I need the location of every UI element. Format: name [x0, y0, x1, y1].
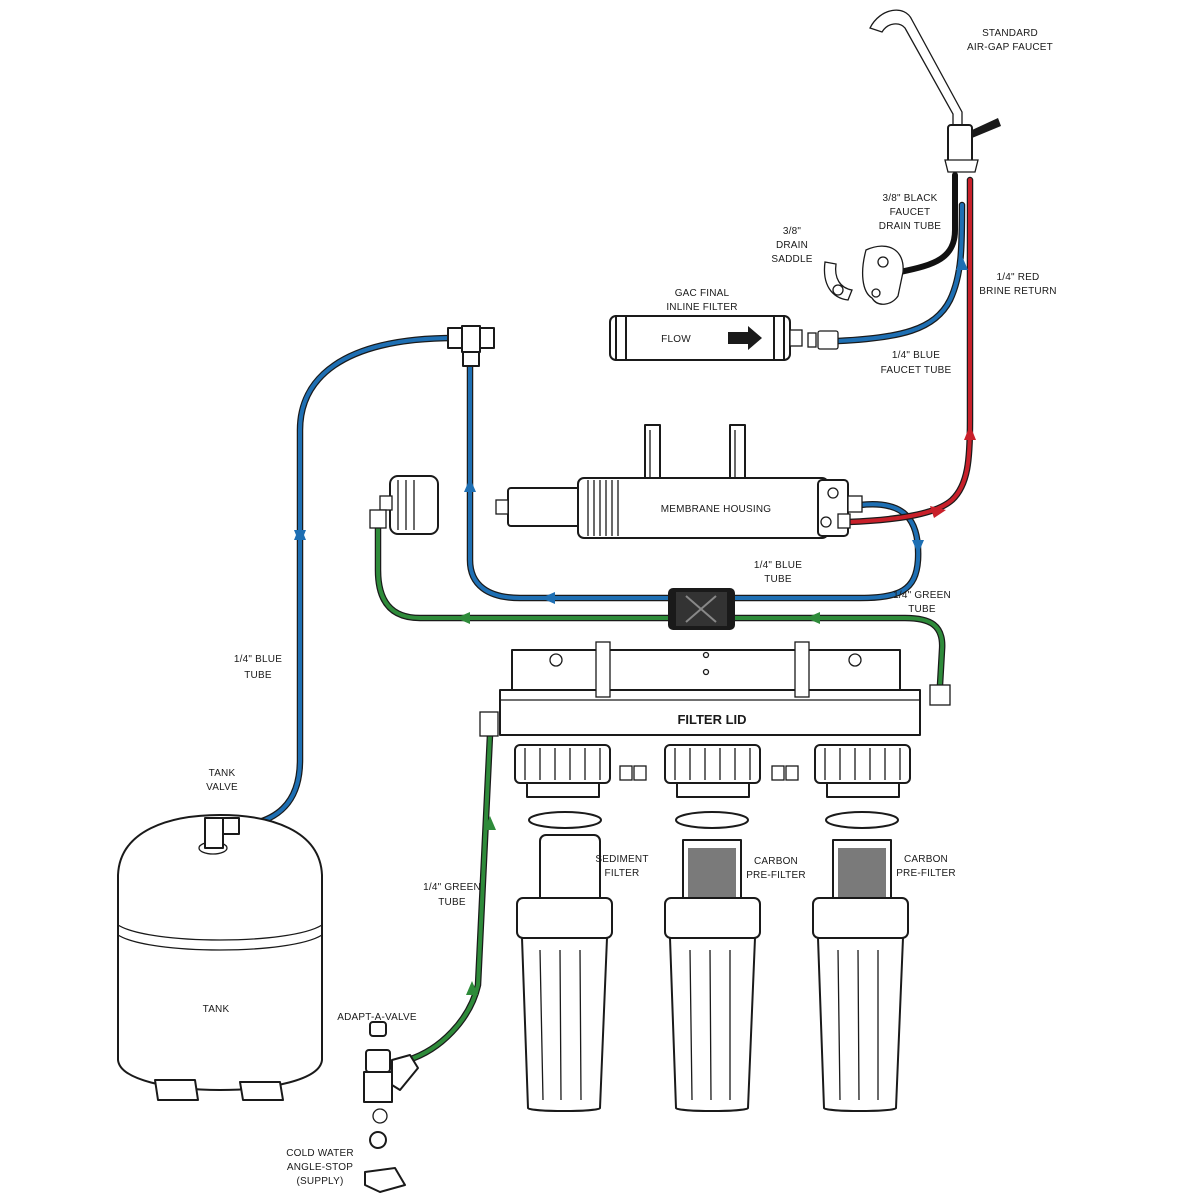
- arrow-green-supply-up-2: [466, 981, 478, 995]
- label-sediment-2: FILTER: [605, 868, 640, 879]
- label-cold-water-3: (SUPPLY): [297, 1176, 344, 1187]
- green-arrows: [456, 612, 820, 995]
- adapt-a-valve: [363, 1021, 419, 1124]
- membrane-housing: [495, 424, 863, 539]
- label-saddle-1: 3/8": [783, 226, 802, 237]
- arrow-blue-mid-left: [541, 592, 555, 604]
- label-red-brine-1: 1/4" RED: [997, 272, 1040, 283]
- label-blue-mid-2: TUBE: [764, 574, 792, 585]
- filter-housing-1: [514, 744, 613, 1112]
- label-green-right-1: 1/4" GREEN: [893, 590, 951, 601]
- flow-arrow-icon: [728, 326, 762, 350]
- drain-saddle: [823, 245, 904, 305]
- red-brine-tube-color: [846, 178, 972, 524]
- blue-faucet-tube-color: [836, 203, 964, 343]
- label-saddle-3: SADDLE: [771, 254, 812, 265]
- tank-tee-fitting: [447, 325, 495, 367]
- label-cold-water-2: ANGLE-STOP: [287, 1162, 353, 1173]
- storage-tank: [117, 814, 323, 1101]
- filter-housing-2: [664, 744, 761, 1112]
- green-tube-lid-to-check-color: [733, 616, 945, 687]
- carbon-mesh-2: [838, 848, 886, 906]
- arrow-red-up: [964, 425, 976, 440]
- air-gap-faucet: [869, 9, 1001, 173]
- blue-tube-tank-to-tee: [236, 334, 459, 830]
- label-tank-valve-2: VALVE: [206, 782, 238, 793]
- label-carbon-2b: PRE-FILTER: [896, 868, 956, 879]
- label-faucet-2: AIR-GAP FAUCET: [967, 42, 1053, 53]
- green-tube-check-to-membrane-color: [376, 523, 670, 620]
- label-carbon-1b: PRE-FILTER: [746, 870, 806, 881]
- label-black-drain-1: 3/8" BLACK: [882, 193, 937, 204]
- label-blue-faucet-2: FAUCET TUBE: [881, 365, 952, 376]
- label-faucet-1: STANDARD: [982, 28, 1038, 39]
- carbon-mesh-1: [688, 848, 736, 906]
- label-membrane: MEMBRANE HOUSING: [661, 504, 771, 515]
- gac-inline-filter: [609, 315, 839, 361]
- filter-lid: [479, 641, 951, 737]
- label-gac-2: INLINE FILTER: [666, 302, 737, 313]
- blue-tube-tank-to-tee-color: [238, 336, 457, 828]
- filter-housing-3: [812, 744, 911, 1112]
- red-arrows: [930, 425, 976, 518]
- label-black-drain-3: DRAIN TUBE: [879, 221, 942, 232]
- label-blue-mid-1: 1/4" BLUE: [754, 560, 802, 571]
- housing-connectors: [619, 765, 799, 781]
- label-green-left-1: 1/4" GREEN: [423, 882, 481, 893]
- angle-stop: [364, 1131, 406, 1193]
- label-gac-1: GAC FINAL: [675, 288, 730, 299]
- arrow-blue-tee-up: [464, 478, 476, 492]
- tubes: [236, 172, 974, 1064]
- label-adapt-a-valve: ADAPT-A-VALVE: [337, 1012, 417, 1023]
- blue-tube-membrane-to-check-color: [733, 502, 921, 600]
- label-saddle-2: DRAIN: [776, 240, 808, 251]
- labels: STANDARD AIR-GAP FAUCET 3/8" BLACK FAUCE…: [203, 28, 1057, 1187]
- arrow-blue-right-down: [912, 540, 924, 554]
- arrow-blue-left-down: [294, 530, 306, 545]
- label-flow: FLOW: [661, 334, 691, 345]
- faucet-lever: [972, 118, 1001, 138]
- green-tube-supply-color: [406, 733, 492, 1062]
- label-tank: TANK: [203, 1004, 230, 1015]
- label-cold-water-1: COLD WATER: [286, 1148, 354, 1159]
- blue-tube-tee-down-color: [468, 363, 670, 600]
- arrow-blue-faucet-up: [956, 256, 968, 270]
- label-carbon-1a: CARBON: [754, 856, 798, 867]
- check-valve: [668, 588, 735, 630]
- label-blue-faucet-1: 1/4" BLUE: [892, 350, 940, 361]
- label-green-right-2: TUBE: [908, 604, 936, 615]
- black-drain-tube: [897, 172, 958, 275]
- arrow-green-right: [806, 612, 820, 624]
- label-blue-left-1: 1/4" BLUE: [234, 654, 282, 665]
- label-black-drain-2: FAUCET: [890, 207, 931, 218]
- label-filter-lid: FILTER LID: [677, 712, 746, 727]
- membrane-threads: [587, 480, 619, 536]
- label-green-left-2: TUBE: [438, 897, 466, 908]
- label-carbon-2a: CARBON: [904, 854, 948, 865]
- shutoff-valve: [369, 475, 439, 535]
- label-tank-valve-1: TANK: [209, 768, 236, 779]
- flow-arrows: [294, 256, 968, 604]
- arrow-green-supply-up-1: [484, 816, 496, 830]
- label-sediment-1: SEDIMENT: [595, 854, 648, 865]
- label-red-brine-2: BRINE RETURN: [979, 286, 1056, 297]
- arrow-green-left: [456, 612, 470, 624]
- label-blue-left-2: TUBE: [244, 670, 272, 681]
- arrow-red-right: [930, 506, 946, 518]
